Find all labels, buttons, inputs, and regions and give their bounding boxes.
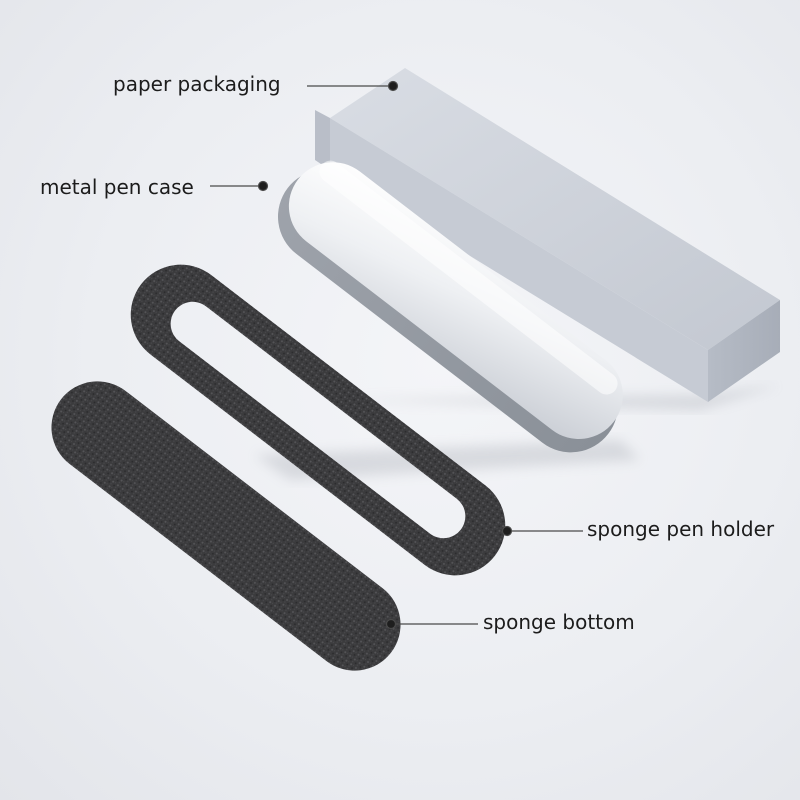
sponge-bottom (51, 381, 401, 671)
callout-lines (210, 80, 583, 630)
callout-dot-case (257, 180, 269, 192)
label-paper-packaging: paper packaging (113, 72, 281, 96)
label-sponge-bottom: sponge bottom (483, 610, 635, 634)
label-sponge-pen-holder: sponge pen holder (587, 517, 775, 541)
label-metal-pen-case: metal pen case (40, 175, 194, 199)
sponge-pen-holder (130, 264, 506, 576)
callout-dot-bottom (385, 618, 397, 630)
metal-pen-case (277, 160, 623, 453)
paper-packaging-box (315, 68, 780, 402)
callout-dot-holder (501, 525, 513, 537)
callout-dot-paper (387, 80, 399, 92)
